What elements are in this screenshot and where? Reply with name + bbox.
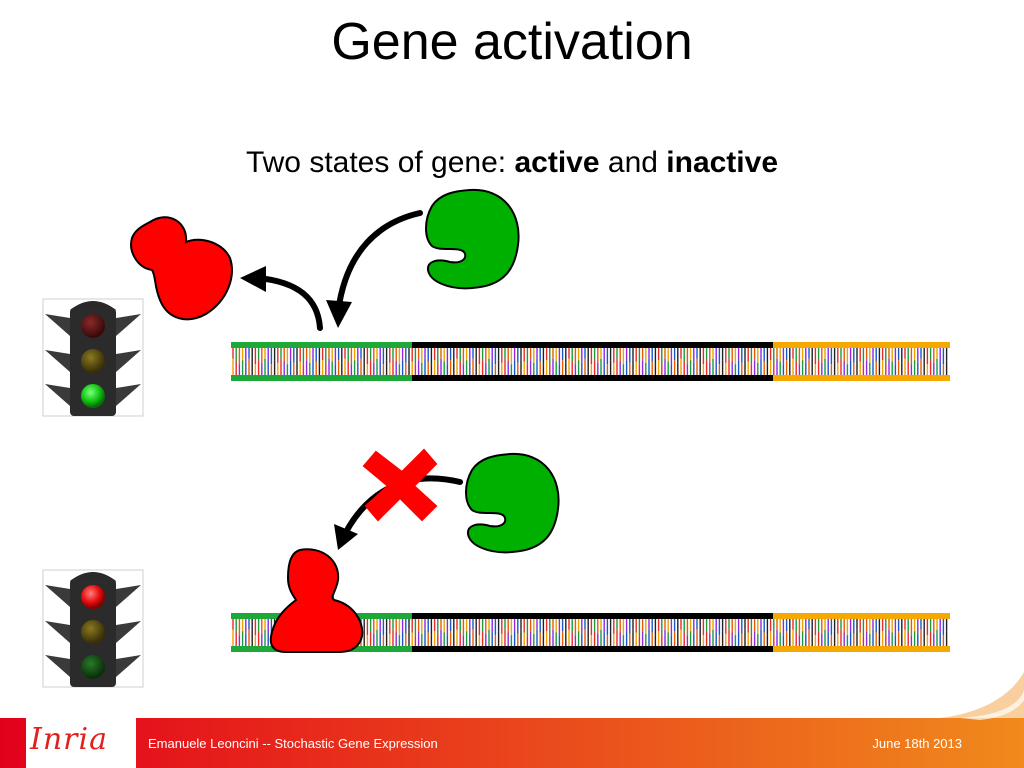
subtitle-inactive: inactive (666, 146, 779, 179)
dna-base-pairs (232, 348, 948, 375)
activator-protein-icon (425, 188, 520, 290)
slide-title: Gene activation (331, 13, 693, 71)
dna-strand-active (231, 342, 950, 381)
activator-protein-icon (465, 452, 560, 554)
traffic-light-green-icon (42, 298, 144, 417)
block-x-icon (362, 448, 438, 522)
subtitle-active: active (514, 146, 600, 179)
subtitle-prefix: Two states of gene: (245, 146, 515, 179)
inria-logo: Inria (30, 722, 108, 757)
footer-swoosh (940, 672, 1024, 718)
arrow-icon (326, 210, 423, 328)
footer-author: Emanuele Leoncini -- Stochastic Gene Exp… (148, 736, 438, 751)
arrow-icon (240, 266, 323, 331)
repressor-protein-icon (130, 216, 233, 321)
footer-date: June 18th 2013 (872, 736, 962, 751)
subtitle-and: and (599, 146, 667, 179)
repressor-protein-icon (269, 548, 364, 653)
traffic-light-red-icon (42, 569, 144, 688)
footer-band (0, 718, 1024, 768)
slide-subtitle: Two states of gene: active and inactive (0, 146, 1024, 180)
logo-panel (26, 706, 136, 768)
